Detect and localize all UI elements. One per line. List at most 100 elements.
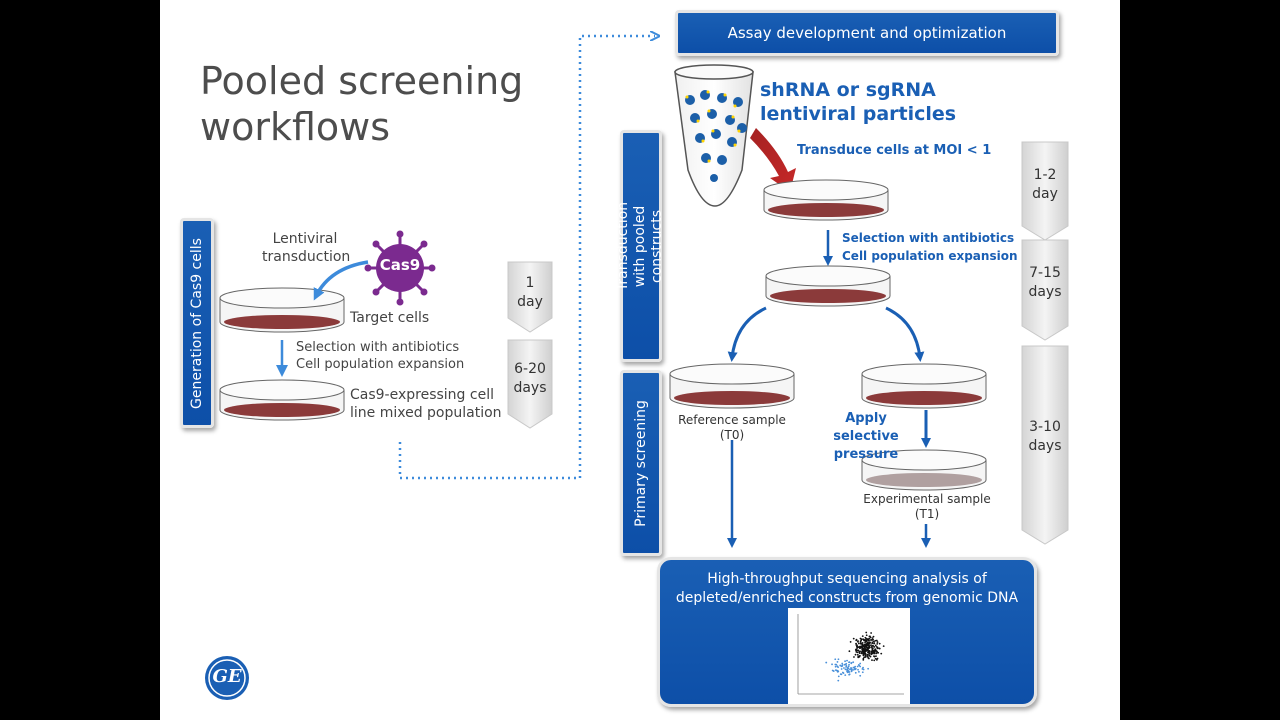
scatter-point [875, 655, 877, 658]
scatter-point [861, 671, 864, 674]
reference-line-2: (T0) [719, 428, 745, 442]
scatter-point [846, 669, 849, 672]
scatter-point [845, 666, 847, 668]
scatter-point [856, 647, 859, 649]
scatter-point [878, 642, 881, 645]
scatter-point [877, 651, 880, 654]
lentiviral-line-2: transduction [262, 249, 351, 265]
scatter-point [865, 650, 867, 652]
scatter-point [873, 655, 875, 658]
scatter-point [868, 654, 871, 657]
scatter-point [861, 635, 864, 638]
timeline-right-1-line-1: 7-15 [1029, 265, 1061, 281]
scatter-point [867, 667, 870, 670]
scatter-point [871, 652, 874, 655]
scatter-point [857, 668, 859, 671]
scatter-point [860, 638, 863, 641]
scatter-point [859, 637, 862, 640]
scatter-point [855, 648, 858, 651]
section-cas9: Generation of Cas9 cells [180, 218, 214, 428]
pressure-label: Apply selective pressure [814, 410, 918, 464]
scatter-point [871, 639, 874, 641]
scatter-point [848, 663, 850, 666]
scatter-point [855, 644, 858, 646]
dish-expanded [765, 265, 891, 307]
scatter-point [872, 640, 875, 643]
left-selection-label: Selection with antibiotics Cell populati… [296, 339, 464, 373]
scatter-point [840, 668, 843, 670]
scatter-point [844, 674, 847, 677]
timeline-right-2: 3-10 days [1020, 418, 1070, 456]
scatter-point [859, 650, 861, 653]
scatter-point [875, 645, 878, 648]
right-selection-label: Selection with antibiotics Cell populati… [842, 229, 1018, 265]
scatter-point [867, 642, 870, 644]
arrow-virus-to-dish [313, 260, 369, 301]
scatter-point [865, 631, 868, 634]
particles-label: shRNA or sgRNA lentiviral particles [760, 78, 956, 126]
scatter-point [874, 648, 877, 651]
scatter-point [857, 663, 860, 666]
scatter-point [873, 652, 876, 655]
scatter-point [844, 668, 847, 671]
scatter-point [865, 645, 867, 648]
scatter-point [878, 647, 881, 650]
timeline-right-0: 1-2 day [1020, 166, 1070, 204]
dish-reference [669, 363, 795, 409]
scatter-point [842, 672, 845, 674]
scatter-point [843, 663, 846, 666]
scatter-point [867, 647, 870, 650]
dish-experimental [861, 449, 987, 491]
scatter-point [863, 639, 865, 642]
scatter-point [849, 668, 851, 671]
scatter-point [859, 674, 862, 677]
scatter-point [864, 654, 867, 657]
scatter-point [866, 653, 869, 656]
scatter-point [859, 662, 862, 665]
scatter-point [841, 665, 844, 667]
scatter-point [850, 662, 853, 664]
scatter-point [865, 634, 868, 637]
scatter-point [862, 648, 864, 651]
cas9-line-label: Cas9-expressing cell line mixed populati… [350, 386, 502, 422]
scatter-point [868, 637, 871, 640]
scatter-point [850, 667, 853, 670]
section-transduction-label: Transduction with pooled constructs [615, 201, 666, 291]
scatter-point [873, 659, 876, 662]
scatter-point [876, 642, 879, 645]
scatter-point [871, 644, 874, 647]
scatter-point [859, 641, 862, 643]
timeline-left-0-line-2: day [517, 294, 543, 310]
scatter-point [873, 650, 876, 653]
scatter-point [873, 646, 876, 648]
left-selection-line-2: Cell population expansion [296, 357, 465, 372]
scatter-point [852, 637, 855, 640]
scatter-point [854, 667, 857, 670]
scatter-point [856, 665, 859, 668]
scatter-point [836, 661, 839, 663]
arrow-split-left [727, 306, 767, 362]
scatter-point [864, 656, 867, 658]
dish-cas9-line [219, 379, 345, 421]
scatter-point [836, 670, 839, 672]
diagram-graphics [219, 0, 1069, 548]
experimental-line-2: (T1) [914, 507, 940, 521]
dish-transduced [763, 179, 889, 221]
chevron-6-20days [507, 339, 553, 429]
scatter-point [848, 661, 851, 664]
scatter-point [858, 670, 860, 673]
lentiviral-line-1: Lentiviral [272, 231, 338, 247]
scatter-point [862, 652, 864, 655]
assay-header-box: Assay development and optimization [675, 10, 1059, 56]
scatter-point [825, 661, 828, 664]
red-transduce-arrow [750, 128, 796, 192]
sequencing-line-2: depleted/enriched constructs from genomi… [675, 590, 1019, 606]
scatter-point [835, 663, 838, 666]
scatter-point [868, 650, 870, 653]
ge-logo-text: GE [212, 666, 242, 687]
slide: Pooled screening workflows [160, 0, 1120, 720]
scatter-point [870, 651, 873, 654]
slide-title: Pooled screening workflows [200, 58, 523, 150]
timeline-left-1: 6-20 days [505, 360, 555, 398]
scatter-point [871, 637, 874, 640]
